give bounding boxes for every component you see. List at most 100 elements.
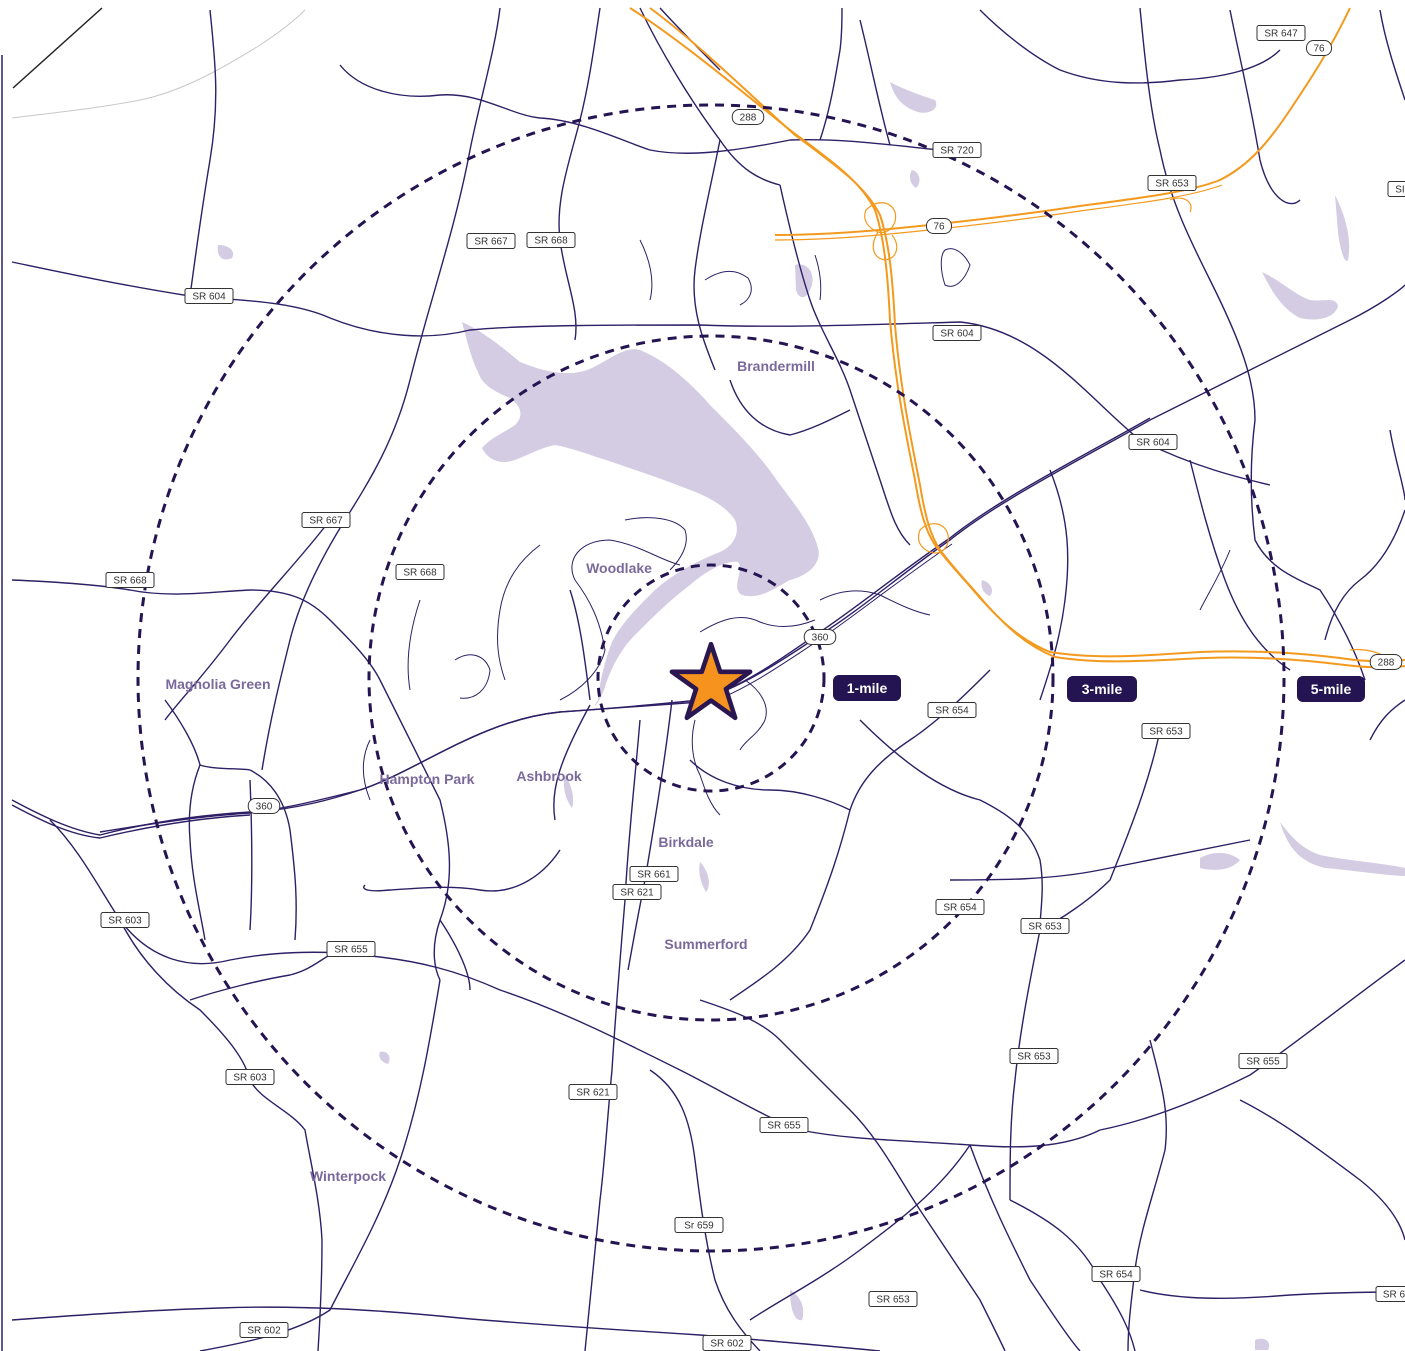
route-shield: 288: [1369, 654, 1403, 670]
route-shield-box: [926, 218, 952, 234]
route-shield: SR 720: [932, 142, 982, 158]
route-shield: SR 604: [932, 325, 982, 341]
route-shield-box: [239, 1322, 289, 1338]
route-shield: 76: [1306, 40, 1332, 56]
route-shield-box: [759, 1117, 809, 1133]
place-label-summerford: Summerford: [664, 936, 747, 952]
route-shield-label: 76: [1313, 44, 1325, 55]
highways: [629, 7, 1405, 669]
route-shield-box: [1306, 40, 1332, 56]
route-shield-box: [1091, 1266, 1141, 1282]
route-shield: SR 655: [759, 1117, 809, 1133]
ring-label-3-mile: 3-mile: [1067, 676, 1137, 702]
route-shield-box: [935, 899, 985, 915]
route-shield-box: [1375, 1286, 1405, 1302]
route-shield-label: Sr 659: [684, 1221, 714, 1232]
pond: [790, 1290, 804, 1321]
ring-5-mile: [136, 103, 1286, 1253]
route-shield-box: [932, 142, 982, 158]
route-shield-box: [1238, 1053, 1288, 1069]
route-shield: SR 668: [526, 232, 576, 248]
place-label-woodlake: Woodlake: [586, 560, 652, 576]
route-shield-label: SR 668: [403, 568, 437, 579]
route-shield: SR 621: [612, 884, 662, 900]
route-shield-label: SR 668: [113, 576, 147, 587]
route-shield-label: 288: [1378, 658, 1395, 669]
ring-label-text: 5-mile: [1311, 681, 1352, 697]
route-shield-box: [612, 884, 662, 900]
route-shield: SR 655: [326, 941, 376, 957]
route-shield-box: [526, 232, 576, 248]
route-shield-box: [1141, 723, 1191, 739]
place-label-hampton-park: Hampton Park: [380, 771, 475, 787]
route-shield-label: SR 603: [108, 916, 142, 927]
route-shield: 360: [247, 798, 281, 814]
route-shield: SR 654: [935, 899, 985, 915]
route-shield-box: [1147, 175, 1197, 191]
route-shield-label: SR 667: [474, 237, 508, 248]
route-shield-box: [927, 702, 977, 718]
route-shield-label: SR 621: [576, 1088, 610, 1099]
pond: [1200, 852, 1240, 870]
route-shield-box: [1020, 918, 1070, 934]
route-shield: 288: [731, 109, 765, 125]
route-shield-label: SR 602: [247, 1326, 281, 1337]
route-shield-label: SR 655: [767, 1121, 801, 1132]
route-shield-box: [100, 912, 150, 928]
pond: [563, 775, 574, 808]
pond: [1262, 272, 1338, 320]
route-shield-box: [184, 288, 234, 304]
route-shield-label: 360: [256, 802, 273, 813]
route-shield-label: SR 604: [940, 329, 974, 340]
route-shield: SR 661: [629, 866, 679, 882]
route-shield-label: 76: [933, 222, 945, 233]
neighborhood-streets: [362, 239, 1231, 816]
route-shield: SR 653: [1147, 175, 1197, 191]
pond: [379, 1051, 390, 1064]
pond: [217, 245, 234, 260]
route-shield-label: 288: [740, 113, 757, 124]
place-label-magnolia-green: Magnolia Green: [165, 676, 270, 692]
route-shield-box: [803, 629, 837, 645]
route-shield: SR 603: [225, 1069, 275, 1085]
route-shield-box: [247, 798, 281, 814]
ring-label-text: 3-mile: [1082, 681, 1123, 697]
route-shield-label: SR 655: [334, 945, 368, 956]
pond: [890, 82, 937, 113]
route-shield: 360: [803, 629, 837, 645]
route-shield: SR 602: [239, 1322, 289, 1338]
ring-label-5-mile: 5-mile: [1297, 676, 1365, 702]
route-shield-box: [301, 512, 351, 528]
route-shield: SR 668: [395, 564, 445, 580]
ring-3-mile: [367, 334, 1055, 1022]
route-shield-label: SI: [1395, 185, 1404, 196]
route-shield-box: [868, 1291, 918, 1307]
diagonal-line: [12, 7, 103, 89]
place-label-winterpock: Winterpock: [310, 1168, 386, 1184]
route-shield: SR 604: [184, 288, 234, 304]
route-shield: 76: [926, 218, 952, 234]
route-shield-box: [1009, 1048, 1059, 1064]
route-shield: SR 654: [927, 702, 977, 718]
route-shield-label: 360: [812, 633, 829, 644]
pond: [1280, 822, 1405, 876]
route-shield-box: [1256, 25, 1306, 41]
route-shield-label: SR 720: [940, 146, 974, 157]
route-shield: SR 653: [1141, 723, 1191, 739]
route-shield: SR 653: [1020, 918, 1070, 934]
route-shield-box: [1128, 434, 1178, 450]
route-shield: SR 667: [466, 233, 516, 249]
route-shield-label: SR 661: [637, 870, 671, 881]
route-shield-box: [932, 325, 982, 341]
route-shield-label: SR 654: [1099, 1270, 1133, 1281]
route-shield-box: [1369, 654, 1403, 670]
route-shield-box: [105, 572, 155, 588]
route-shield-label: SR 653: [1155, 179, 1189, 190]
route-shield: SR 667: [301, 512, 351, 528]
place-label-brandermill: Brandermill: [737, 358, 815, 374]
route-shield-label: SR 602: [710, 1339, 744, 1350]
route-shield: SR 603: [100, 912, 150, 928]
route-shield: SR 654: [1091, 1266, 1141, 1282]
route-shield-box: [568, 1084, 618, 1100]
